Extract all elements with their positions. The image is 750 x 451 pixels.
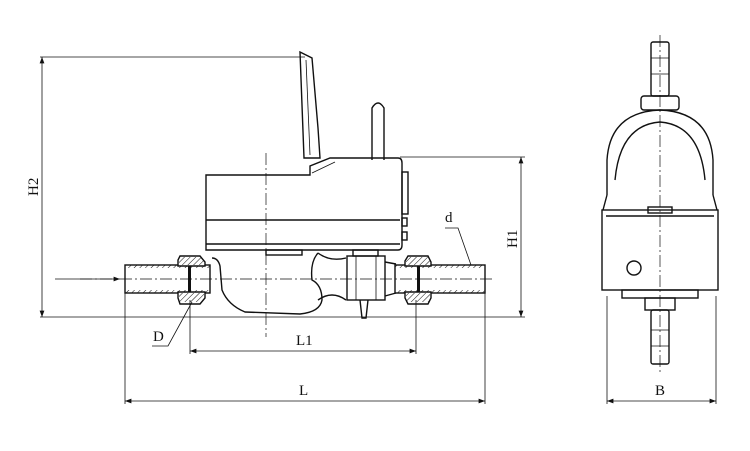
valve-block — [346, 255, 386, 301]
h1-label: H1 — [505, 230, 521, 248]
register-housing — [205, 157, 403, 251]
l1-label: L1 — [296, 333, 313, 349]
meter-body — [211, 252, 323, 315]
side-view: B — [601, 35, 719, 404]
l-label: L — [299, 383, 308, 399]
side-screw — [626, 260, 642, 276]
housing-side-tab — [401, 171, 409, 215]
drain-plug — [359, 299, 369, 319]
b-label: B — [655, 383, 665, 399]
d-thread-leader — [152, 301, 193, 347]
d-pipe-leader — [445, 227, 472, 266]
d-pipe-label: d — [445, 210, 453, 226]
h2-label: H2 — [26, 178, 42, 196]
d-thread-label: D — [153, 329, 164, 345]
right-gasket — [417, 266, 420, 292]
meter-lid — [299, 50, 321, 159]
front-view: H2 H1 — [26, 50, 525, 404]
antenna — [371, 102, 385, 160]
